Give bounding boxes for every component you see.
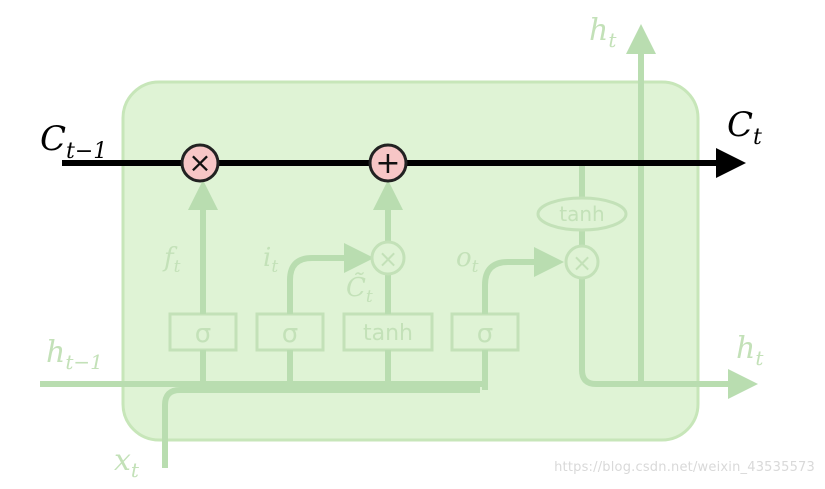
input-gate-arrow [287,243,374,314]
output-gate-arrow [482,247,564,314]
o-label: ot [456,243,479,277]
forget-mult-circle [180,143,220,183]
x-input-line [162,387,480,468]
output-mult-symbol: × [572,249,592,277]
candidate-tanh-label: tanh [363,321,413,346]
h-out-label: ht [736,331,764,370]
i-label: it [263,243,278,277]
c-tilde-label: C̃t [346,272,373,307]
h-prev-label: ht−1 [46,335,103,374]
watermark-text: https://blog.csdn.net/weixin_43535573 [554,460,815,475]
output-tanh-label: tanh [559,202,604,226]
c-prev-label: Ct−1 [40,119,107,164]
c-next-label: Ct [727,105,762,150]
output-mult-circle [564,244,600,280]
input-mult-symbol: × [378,245,398,273]
h-out-line [579,278,758,399]
h-top-label: ht [589,13,617,52]
input-sigma-label: σ [282,319,298,349]
output-tanh-ellipse [536,196,628,232]
output-sigma-label: σ [477,319,493,349]
input-mult-circle [370,240,406,276]
add-symbol: + [375,146,400,181]
add-circle [368,143,408,183]
forget-sigma-label: σ [195,319,211,349]
x-label: xt [114,443,140,482]
forget-mult-symbol: × [188,146,211,179]
